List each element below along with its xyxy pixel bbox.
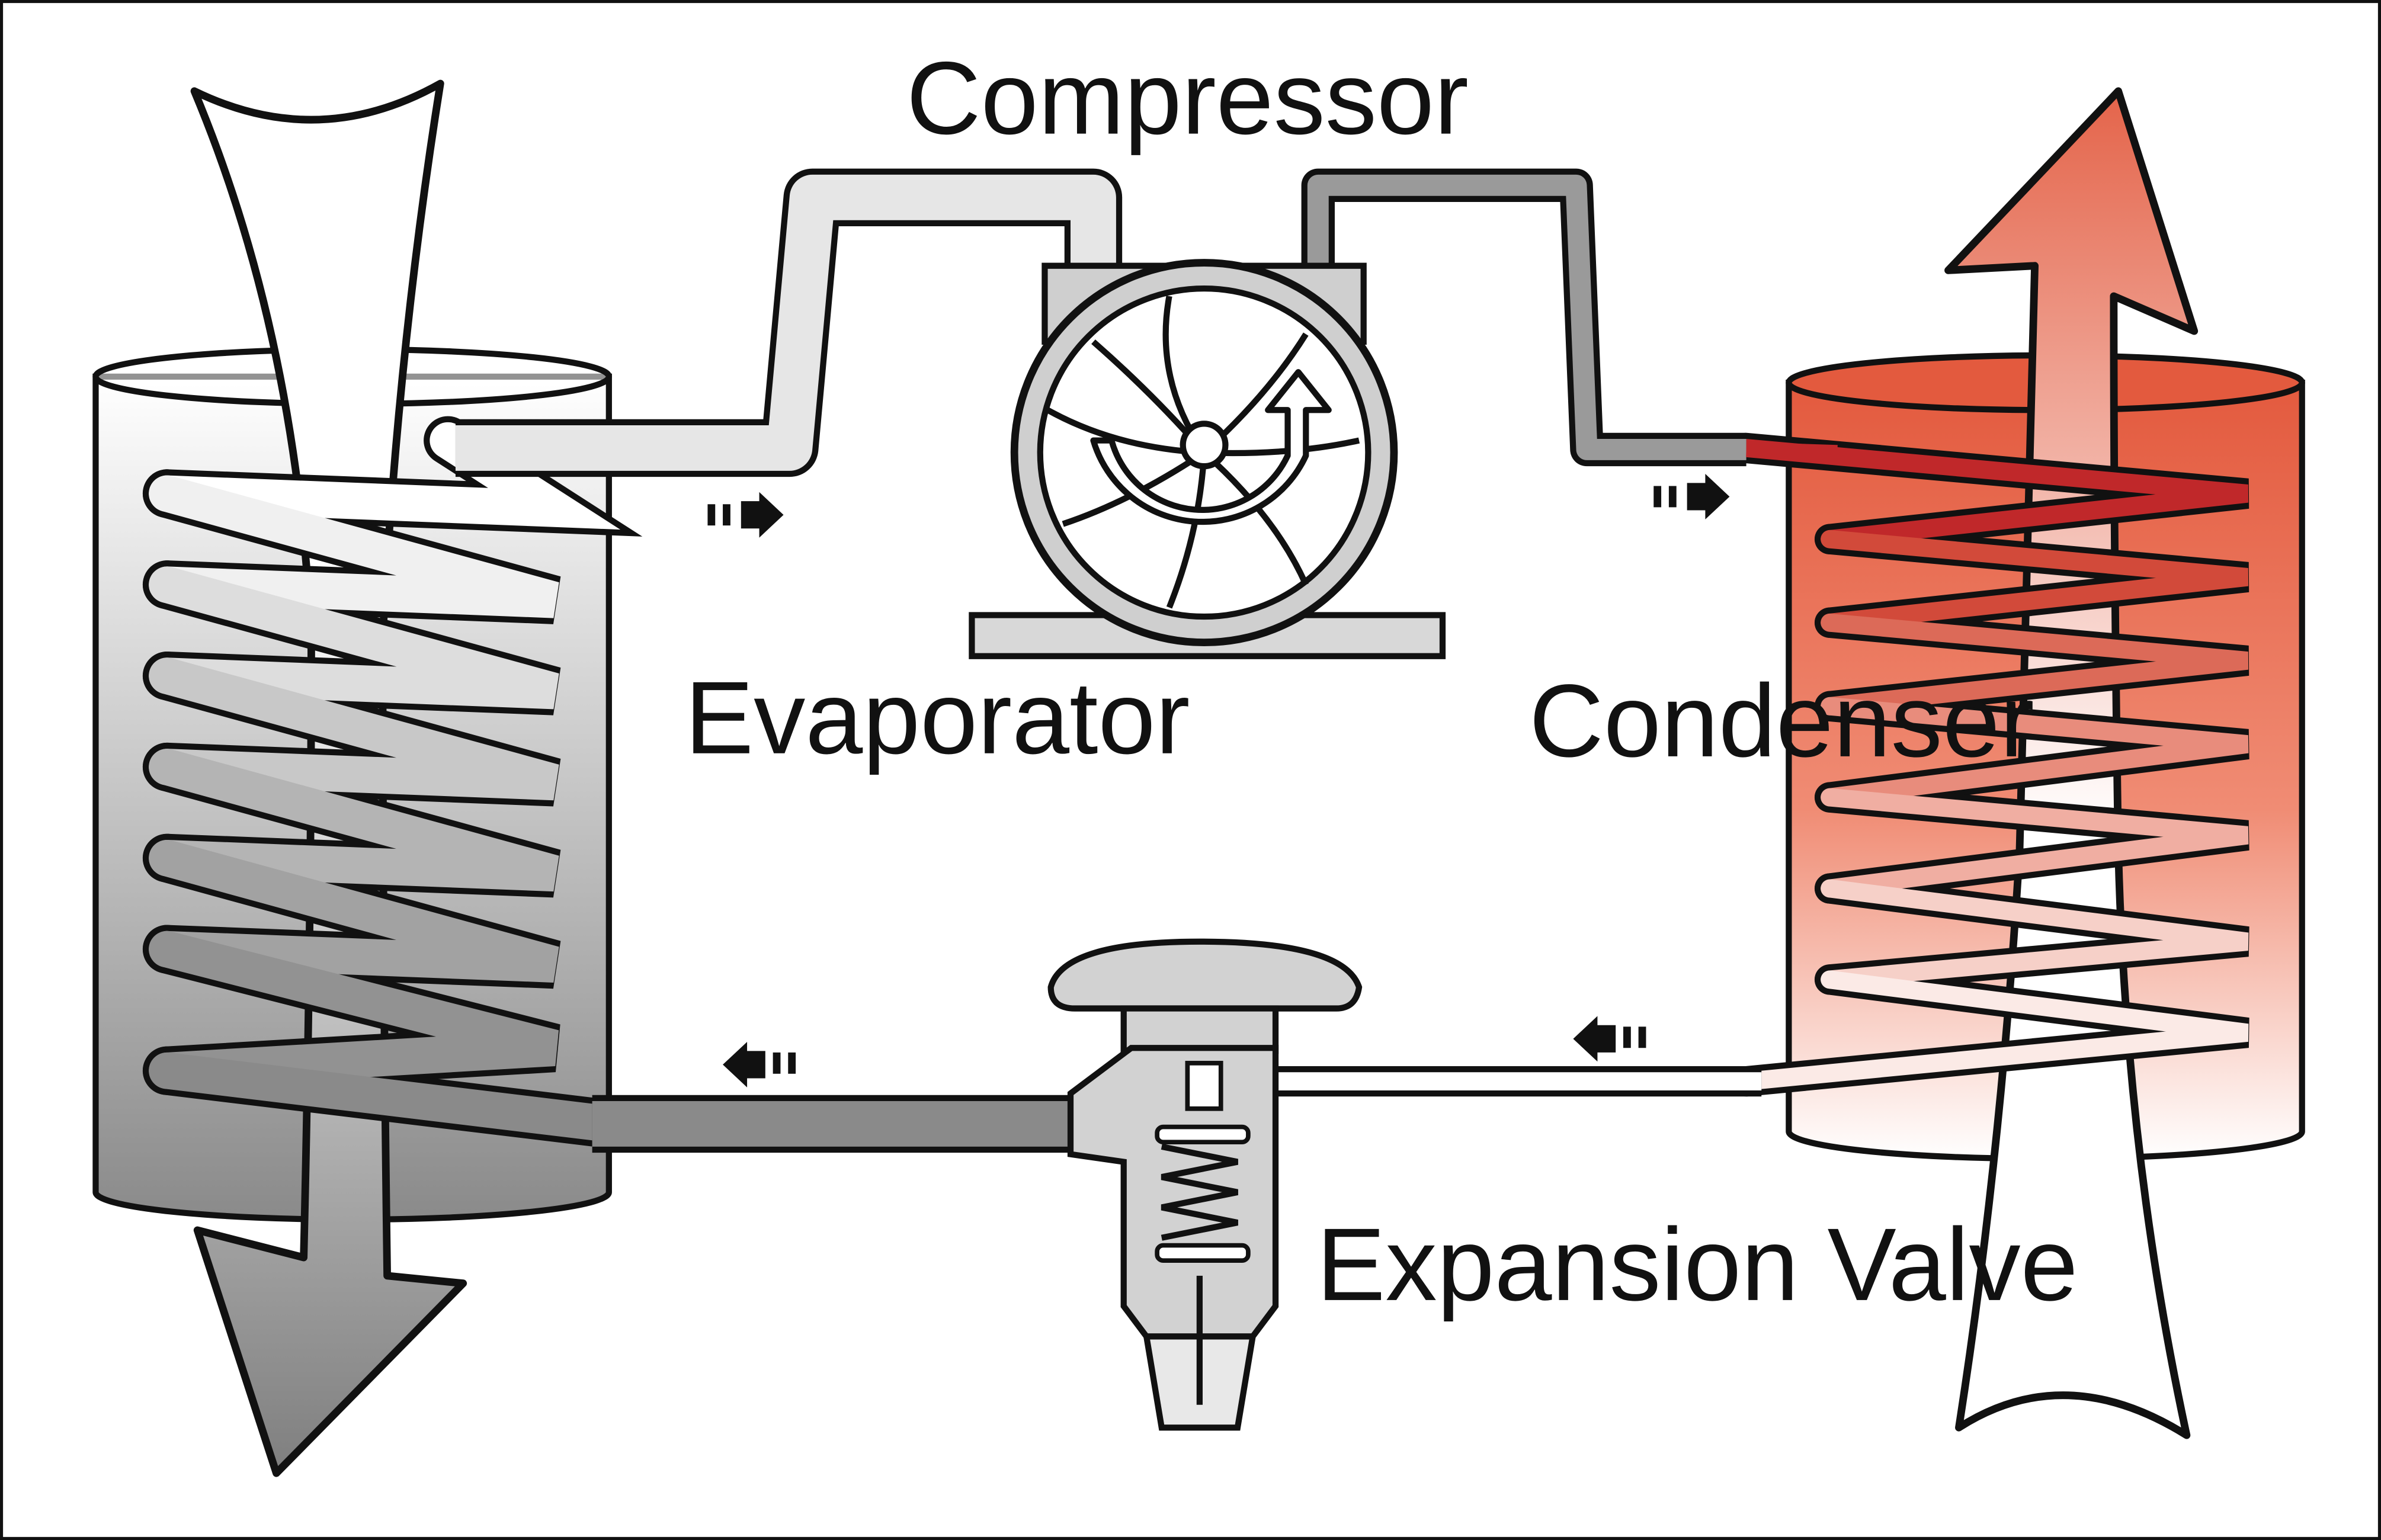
valve-neck [1120, 1005, 1279, 1054]
pipes [455, 168, 1838, 1153]
label-evaporator: Evaporator [685, 660, 1190, 775]
valve-inlet-port [1185, 1061, 1223, 1111]
label-compressor: Compressor [906, 40, 1469, 156]
expansion-valve [1047, 938, 1363, 1431]
condenser-coils [1731, 432, 2249, 1097]
rotation-arrow-icon [1090, 369, 1332, 525]
valve-diaphragm-cap [1047, 938, 1363, 1012]
condenser [1731, 87, 2305, 1439]
flow-arrow-evaporator-inlet [723, 1041, 796, 1087]
flow-arrow-liquid [1573, 1016, 1646, 1062]
compressor [969, 259, 1446, 659]
evaporator-coils [142, 416, 643, 1148]
valve-spring [1161, 1143, 1238, 1241]
label-condenser: Condenser [1529, 663, 2034, 778]
flow-arrow-discharge [1653, 474, 1730, 519]
evaporator [92, 79, 643, 1477]
impeller-hub [1180, 421, 1229, 470]
flow-arrow-suction [707, 492, 784, 538]
label-expansion-valve: Expansion Valve [1316, 1207, 2078, 1322]
